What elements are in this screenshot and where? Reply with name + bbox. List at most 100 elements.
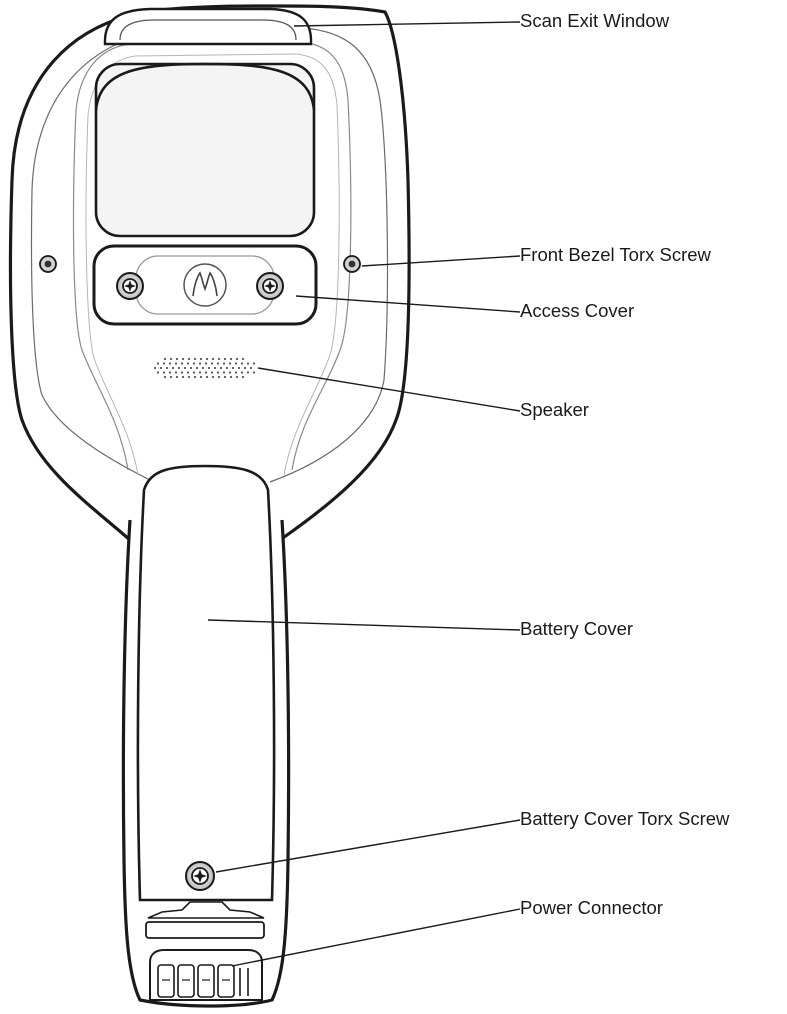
speaker-hole	[183, 366, 187, 370]
speaker-hole	[162, 371, 166, 374]
speaker-hole	[195, 366, 199, 370]
speaker-hole	[205, 357, 209, 361]
speaker-hole	[217, 375, 221, 379]
speaker-hole	[228, 362, 232, 365]
speaker-hole	[246, 362, 250, 365]
speaker-hole	[210, 362, 214, 365]
speaker-hole	[193, 357, 197, 361]
speaker-hole	[231, 366, 235, 370]
access-cover-screw-left	[116, 272, 144, 300]
speaker-hole	[223, 375, 227, 379]
speaker-hole	[168, 362, 172, 365]
battery-cover-screw	[185, 861, 215, 891]
leader-front-bezel-screw	[361, 255, 521, 267]
speaker-hole	[204, 371, 208, 374]
speaker-hole	[240, 362, 244, 365]
front-bezel-screw-right	[343, 255, 361, 273]
speaker-hole	[252, 362, 256, 365]
speaker-hole	[168, 371, 172, 374]
leader-scan-exit-window	[293, 21, 521, 27]
speaker-hole	[241, 375, 245, 379]
speaker-hole	[252, 371, 256, 374]
speaker-hole	[207, 366, 211, 370]
speaker-hole	[175, 375, 179, 379]
speaker-hole	[198, 371, 202, 374]
speaker-hole	[187, 357, 191, 361]
speaker-hole	[219, 366, 223, 370]
speaker-hole	[235, 375, 239, 379]
scan-exit-window-inner	[119, 19, 297, 41]
speaker-hole	[234, 362, 238, 365]
leader-access-cover	[295, 295, 521, 313]
speaker-hole	[163, 375, 167, 379]
speaker-hole	[180, 371, 184, 374]
speaker-hole	[246, 371, 250, 374]
speaker-hole	[201, 366, 205, 370]
speaker-hole	[186, 371, 190, 374]
speaker-hole	[169, 357, 173, 361]
power-connector	[149, 949, 263, 1001]
speaker-hole	[213, 366, 217, 370]
speaker-hole	[199, 357, 203, 361]
speaker-hole	[174, 371, 178, 374]
speaker-hole	[205, 375, 209, 379]
battery-cover-latch-slot	[145, 921, 265, 939]
battery-cover-latch	[147, 901, 265, 919]
speaker-hole	[193, 375, 197, 379]
label-battery-cover: Battery Cover	[520, 618, 634, 639]
brand-logo-icon	[183, 263, 227, 307]
speaker-hole	[234, 371, 238, 374]
speaker-hole	[180, 362, 184, 365]
speaker-hole	[174, 362, 178, 365]
speaker-grille	[153, 357, 256, 379]
speaker-hole	[198, 362, 202, 365]
speaker-hole	[235, 357, 239, 361]
speaker-hole	[229, 375, 233, 379]
label-front-bezel-torx-screw: Front Bezel Torx Screw	[520, 244, 711, 265]
speaker-hole	[181, 375, 185, 379]
speaker-hole	[217, 357, 221, 361]
battery-cover	[136, 464, 276, 902]
speaker-hole	[156, 362, 160, 365]
speaker-hole	[210, 371, 214, 374]
speaker-hole	[229, 357, 233, 361]
speaker-hole	[171, 366, 175, 370]
leader-speaker	[257, 367, 521, 412]
speaker-hole	[177, 366, 181, 370]
label-access-cover: Access Cover	[520, 300, 635, 321]
display-screen	[94, 62, 316, 238]
speaker-hole	[249, 366, 253, 370]
front-bezel-screw-left	[39, 255, 57, 273]
speaker-hole	[186, 362, 190, 365]
leader-battery-cover-screw	[215, 819, 521, 873]
speaker-hole	[222, 362, 226, 365]
label-speaker: Speaker	[520, 399, 589, 420]
speaker-hole	[243, 366, 247, 370]
speaker-hole	[211, 357, 215, 361]
speaker-hole	[169, 375, 173, 379]
speaker-hole	[225, 366, 229, 370]
speaker-hole	[216, 362, 220, 365]
speaker-hole	[223, 357, 227, 361]
speaker-hole	[192, 371, 196, 374]
label-battery-cover-torx-screw: Battery Cover Torx Screw	[520, 808, 730, 829]
speaker-hole	[222, 371, 226, 374]
speaker-hole	[189, 366, 193, 370]
leader-battery-cover	[207, 619, 521, 631]
speaker-hole	[199, 375, 203, 379]
display-top-curve	[94, 62, 316, 111]
speaker-hole	[175, 357, 179, 361]
speaker-hole	[192, 362, 196, 365]
speaker-hole	[181, 357, 185, 361]
scan-exit-window	[103, 7, 313, 46]
speaker-hole	[216, 371, 220, 374]
speaker-hole	[156, 371, 160, 374]
speaker-hole	[153, 366, 157, 370]
speaker-hole	[159, 366, 163, 370]
label-scan-exit-window: Scan Exit Window	[520, 10, 670, 31]
speaker-hole	[237, 366, 241, 370]
speaker-hole	[204, 362, 208, 365]
front-bezel-contour-2	[85, 53, 340, 476]
